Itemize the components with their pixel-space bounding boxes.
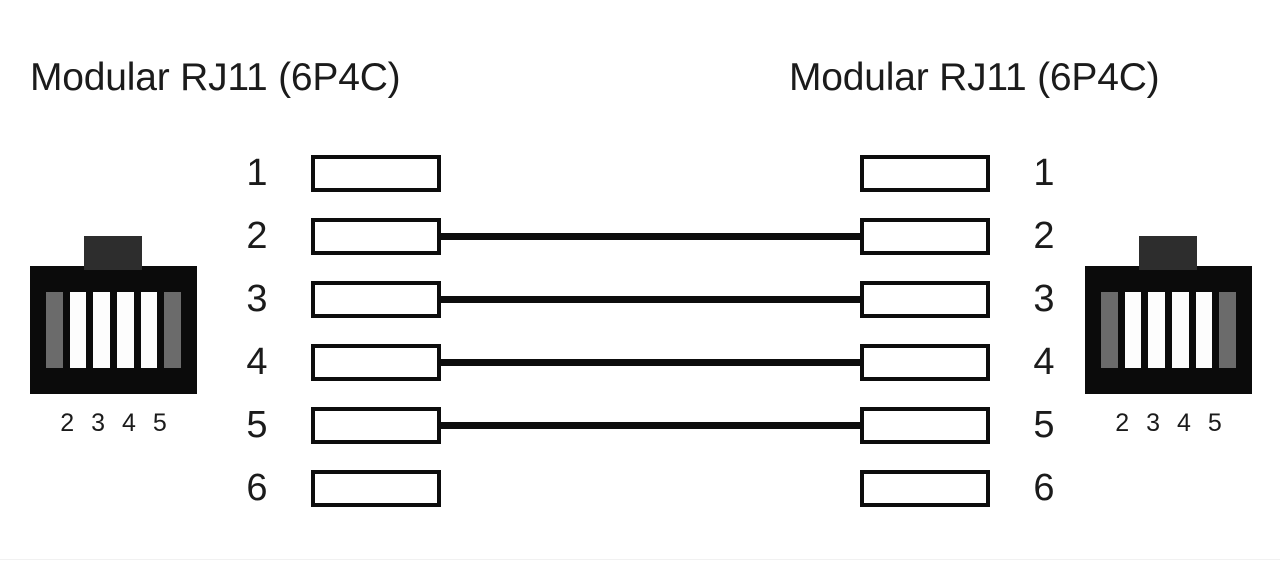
pin-slot-6 (164, 292, 182, 368)
left-pin-box-5[interactable] (311, 407, 441, 444)
left-pin-box-3[interactable] (311, 281, 441, 318)
right-pin-box-5[interactable] (860, 407, 990, 444)
right-pin-box-1[interactable] (860, 155, 990, 192)
left-pin-number-column: 1 2 3 4 5 6 (236, 150, 278, 528)
right-pin-number: 1 (1033, 152, 1055, 194)
pin-slot-1 (1100, 292, 1118, 368)
pin-slot-6 (1219, 292, 1237, 368)
right-pin-number: 4 (1033, 341, 1055, 383)
left-pin-number: 6 (246, 467, 268, 509)
right-pin-box-2[interactable] (860, 218, 990, 255)
left-pin-number: 3 (246, 278, 268, 320)
left-pin-box-2[interactable] (311, 218, 441, 255)
pin-slot-3 (1148, 292, 1165, 368)
right-pin-number: 5 (1033, 404, 1055, 446)
right-pin-box-4[interactable] (860, 344, 990, 381)
connector-pin-slots (1085, 266, 1252, 394)
pin-slot-3 (93, 292, 110, 368)
connector-latch-tab-icon (84, 236, 142, 270)
left-connector-title: Modular RJ11 (6P4C) (30, 56, 401, 99)
pin-slot-4 (117, 292, 134, 368)
wire-pin-2-to-pin-2 (437, 233, 864, 240)
wire-pin-5-to-pin-5 (437, 422, 864, 429)
right-pin-number: 2 (1033, 215, 1055, 257)
connector-right-caption: 2 3 4 5 (1115, 409, 1227, 437)
left-pin-number: 4 (246, 341, 268, 383)
pin-slot-2 (1124, 292, 1142, 368)
pin-slot-2 (69, 292, 87, 368)
right-pin-box-6[interactable] (860, 470, 990, 507)
pin-slot-5 (1195, 292, 1213, 368)
pin-slot-1 (45, 292, 63, 368)
left-pin-number: 2 (246, 215, 268, 257)
right-connector-title: Modular RJ11 (6P4C) (789, 56, 1160, 99)
left-pin-box-6[interactable] (311, 470, 441, 507)
bottom-divider (0, 559, 1280, 560)
connector-left-caption: 2 3 4 5 (60, 409, 172, 437)
left-pin-box-4[interactable] (311, 344, 441, 381)
left-pin-box-1[interactable] (311, 155, 441, 192)
left-pin-number: 5 (246, 404, 268, 446)
right-pin-number: 3 (1033, 278, 1055, 320)
connector-latch-tab-icon (1139, 236, 1197, 270)
left-pin-number: 1 (246, 152, 268, 194)
pin-slot-4 (1172, 292, 1189, 368)
right-pin-box-3[interactable] (860, 281, 990, 318)
connector-pin-slots (30, 266, 197, 394)
right-pin-number: 6 (1033, 467, 1055, 509)
wire-pin-4-to-pin-4 (437, 359, 864, 366)
wire-pin-3-to-pin-3 (437, 296, 864, 303)
pin-slot-5 (140, 292, 158, 368)
right-pin-number-column: 1 2 3 4 5 6 (1023, 150, 1065, 528)
